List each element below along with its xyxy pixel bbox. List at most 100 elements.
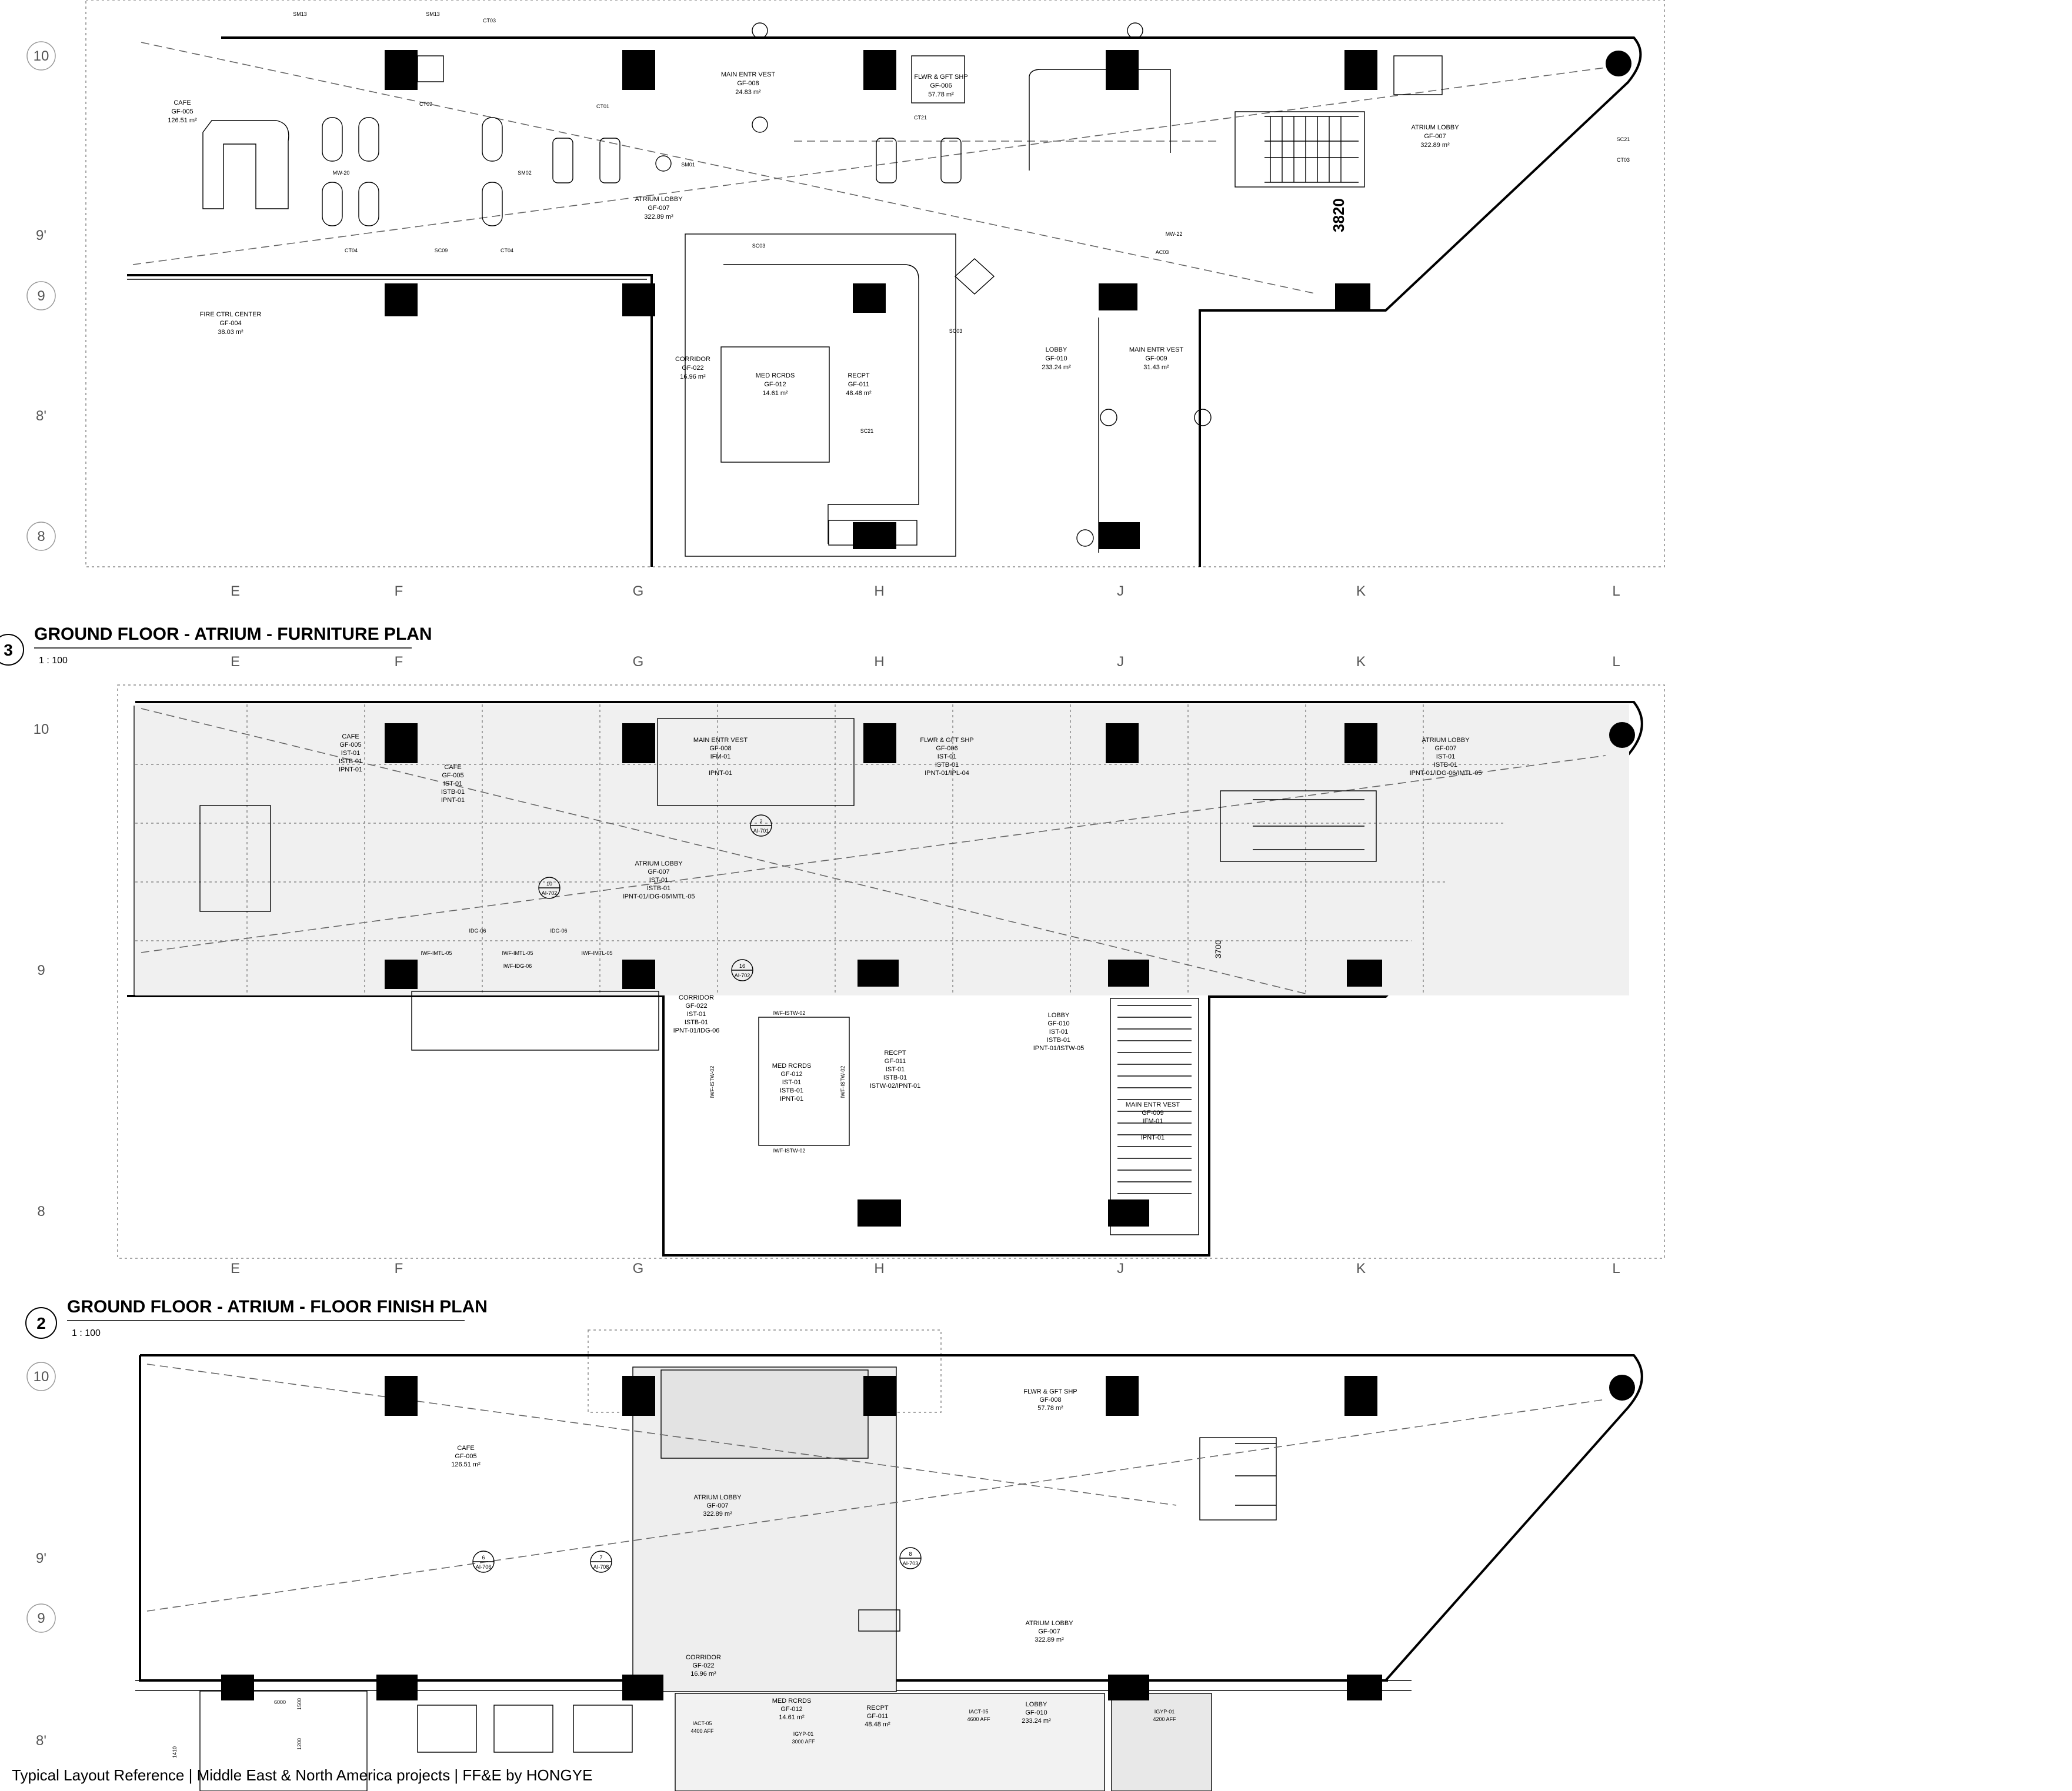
room-name: MAIN ENTR VEST: [1129, 346, 1184, 353]
callout-number: 6: [482, 1555, 485, 1561]
wall-finish-tag: IWF-ISTW-02: [773, 1148, 806, 1154]
room-code: GF-011: [885, 1058, 906, 1065]
finish-tag: IFM-01: [710, 753, 731, 760]
callout-number: 10: [546, 881, 552, 887]
room-name: ATRIUM LOBBY: [693, 1494, 742, 1501]
room-code: GF-008: [737, 80, 759, 87]
finish-tag: IST-01: [649, 877, 668, 884]
grid-column-label: G: [633, 654, 644, 670]
room-area: 14.61 m²: [779, 1714, 805, 1721]
room-code: GF-007: [648, 205, 669, 212]
room-area: 16.96 m²: [690, 1670, 716, 1678]
furniture-tag: SM02: [518, 170, 532, 176]
grid-column-label: J: [1117, 583, 1124, 599]
room-area: 48.48 m²: [865, 1721, 890, 1728]
wall-finish-tag: IWF-IDG-06: [503, 963, 532, 969]
grid-column-label: K: [1356, 654, 1366, 670]
finish-tag: ISTB-01: [780, 1087, 803, 1094]
grid-row-label: 9: [37, 288, 45, 304]
grid-column-label: E: [231, 1261, 240, 1277]
room-name: FLWR & GFT SHP: [1023, 1388, 1077, 1395]
room-name: MAIN ENTR VEST: [721, 71, 776, 78]
ceiling-tag: IGYP-01: [1155, 1709, 1175, 1715]
finish-tag: IST-01: [1049, 1028, 1068, 1035]
grid-column-label: E: [231, 583, 240, 599]
room-code: GF-005: [171, 108, 193, 115]
furniture-tag: SC09: [435, 248, 448, 253]
room-name: CORRIDOR: [675, 356, 710, 363]
wall-finish-tag: IDG-06: [550, 928, 567, 934]
grid-row-label: 9: [37, 963, 45, 978]
furniture-tag: CT04: [501, 248, 513, 253]
ceiling-plan: CAFE GF-005 126.51 m² FLWR & GFT SHP GF-…: [135, 1329, 1643, 1791]
room-code: GF-010: [1025, 1709, 1047, 1716]
dimension-label: 1200: [296, 1738, 302, 1750]
finish-tag: ISTB-01: [883, 1074, 907, 1081]
grid-row-label: 8: [37, 1204, 45, 1219]
room-name: ATRIUM LOBBY: [635, 196, 683, 203]
room-code: GF-010: [1045, 355, 1067, 362]
room-name: ATRIUM LOBBY: [1025, 1620, 1073, 1627]
room-code: GF-005: [339, 741, 361, 749]
dimension-label: 3700: [1213, 940, 1223, 958]
grid-column-label: K: [1356, 583, 1366, 599]
finish-tag: IPNT-01/IDG-06: [673, 1027, 720, 1034]
room-area: 48.48 m²: [846, 390, 872, 397]
furniture-tag: SM13: [293, 11, 307, 17]
finish-tag: IPNT-01/ISTW-05: [1033, 1045, 1085, 1052]
room-name: FIRE CTRL CENTER: [200, 311, 262, 318]
callout-ref: AI-701: [753, 828, 769, 834]
view-number: 2: [36, 1314, 46, 1332]
callout-ref: AI-702: [542, 890, 558, 896]
view-scale: 1 : 100: [72, 1328, 101, 1338]
room-name: MED RCRDS: [772, 1062, 812, 1070]
room-area: 16.96 m²: [680, 373, 706, 380]
footer-caption: Typical Layout Reference | Middle East &…: [12, 1766, 592, 1784]
grid-row-label: 9': [36, 228, 46, 243]
room-name: ATRIUM LOBBY: [1422, 737, 1470, 744]
room-code: GF-022: [682, 365, 703, 372]
grid-column-label: H: [874, 654, 884, 670]
room-name: RECPT: [848, 372, 870, 379]
room-name: MED RCRDS: [772, 1698, 812, 1705]
ceiling-tag: IACT-05: [969, 1709, 988, 1715]
room-code: GF-007: [706, 1502, 728, 1509]
room-code: GF-022: [692, 1662, 714, 1669]
finish-tag: IST-01: [341, 750, 360, 757]
furniture-tag: CT03: [1617, 157, 1630, 163]
wall-finish-tag: IDG-06: [469, 928, 486, 934]
room-name: CAFE: [342, 733, 359, 740]
finish-tag: IPNT-01: [441, 797, 465, 804]
room-area: 31.43 m²: [1143, 364, 1169, 371]
grid-row-label: 9': [36, 1551, 46, 1566]
callout-number: 16: [739, 963, 745, 969]
grid-row-label: 9: [37, 1610, 45, 1626]
room-code: GF-011: [867, 1713, 888, 1720]
finish-tag: IPNT-01: [709, 770, 732, 777]
wall-finish-tag: IWF-IMTL-05: [421, 950, 452, 956]
room-name: LOBBY: [1046, 346, 1067, 353]
room-name: FLWR & GFT SHP: [920, 737, 973, 744]
grid-row-label: 8': [36, 408, 46, 424]
room-area: 14.61 m²: [762, 390, 788, 397]
room-code: GF-006: [930, 82, 952, 89]
room-name: CAFE: [457, 1445, 474, 1452]
grid-column-label: F: [395, 583, 403, 599]
grid-row-label: 10: [34, 1369, 49, 1385]
room-area: 57.78 m²: [1037, 1405, 1063, 1412]
grid-columns-middle-bottom: E F G H J K L: [231, 1261, 1620, 1277]
dimension-label: 3820: [1330, 198, 1347, 232]
grid-column-label: G: [633, 1261, 644, 1277]
callout-ref: AI-703: [903, 1561, 919, 1566]
room-area: 57.78 m²: [928, 91, 954, 98]
room-code: GF-007: [1424, 133, 1446, 140]
room-name: RECPT: [884, 1050, 906, 1057]
room-area: 233.24 m²: [1022, 1718, 1051, 1725]
view-title: GROUND FLOOR - ATRIUM - FLOOR FINISH PLA…: [67, 1297, 488, 1316]
room-name: MAIN ENTR VEST: [1126, 1101, 1180, 1108]
room-code: GF-005: [455, 1453, 476, 1460]
room-area: 322.89 m²: [1035, 1636, 1064, 1643]
grid-columns-middle-top: E F G H J K L: [231, 654, 1620, 670]
room-code: GF-008: [1039, 1396, 1061, 1404]
